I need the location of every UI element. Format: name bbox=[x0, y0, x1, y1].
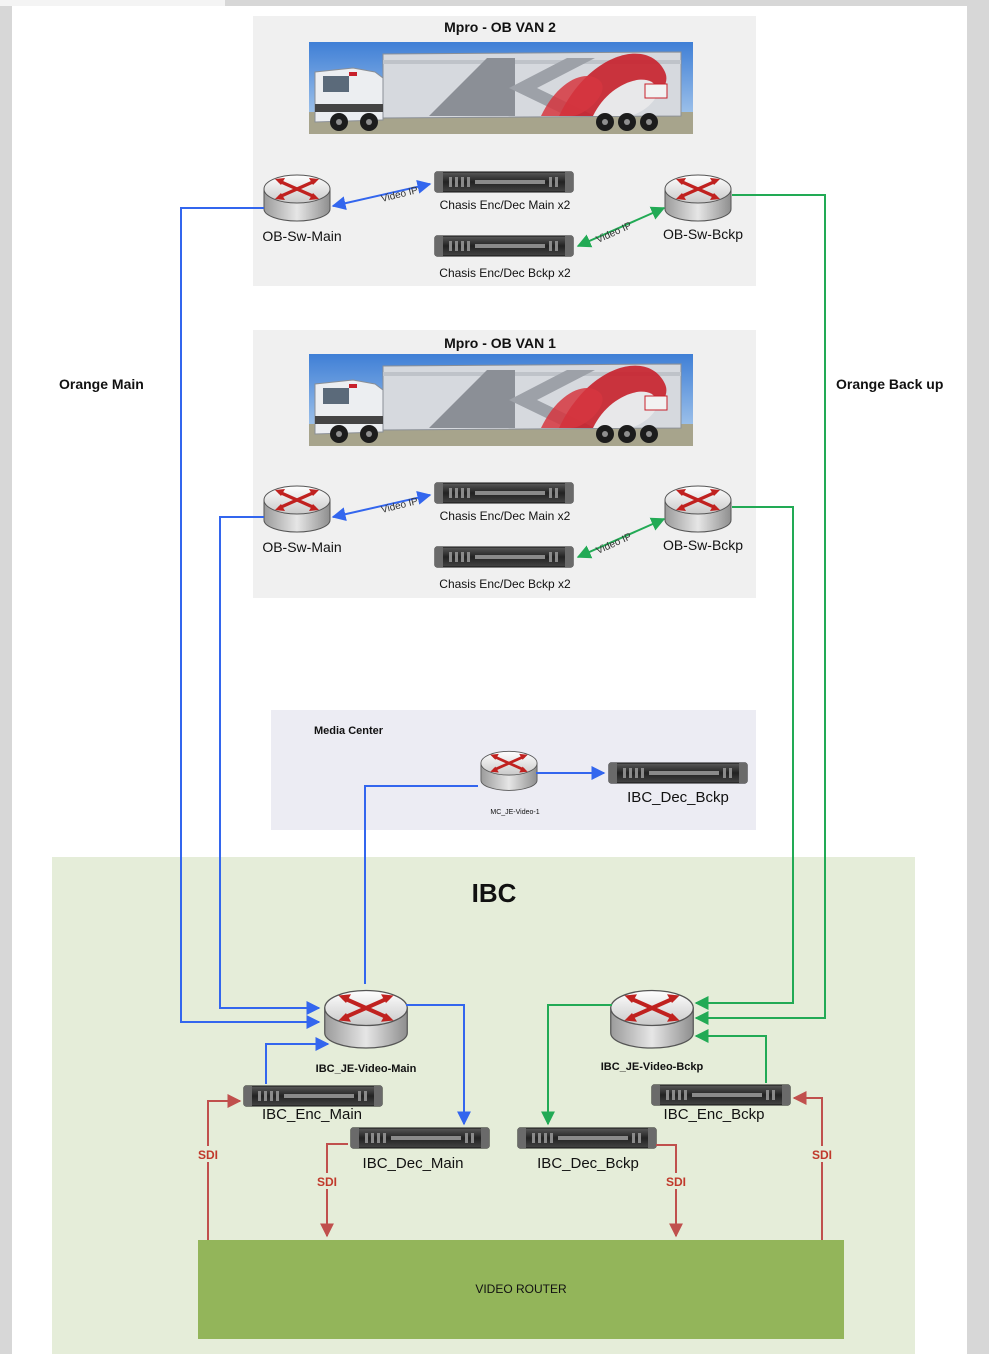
ob-van-2-sw-bckp-router-icon bbox=[663, 173, 733, 223]
link-router-to-enc-bckp bbox=[792, 1091, 823, 1240]
media-center-decoder-rack-icon bbox=[608, 762, 748, 784]
link-dec-main-to-router bbox=[320, 1143, 348, 1238]
link-ob-van-2-bckp-to-ibc bbox=[694, 194, 826, 1025]
media-center-decoder-label: IBC_Dec_Bckp bbox=[627, 789, 729, 806]
video-router-label: VIDEO ROUTER bbox=[475, 1282, 567, 1296]
sdi-label-dec-main: SDI bbox=[317, 1175, 337, 1189]
ibc-dec-main-label: IBC_Dec_Main bbox=[363, 1155, 464, 1172]
ob-van-2-title: Mpro - OB VAN 2 bbox=[444, 19, 556, 35]
link-ob-van-1-bckp-to-ibc bbox=[694, 506, 794, 1010]
ob-van-1-sw-main-label: OB-Sw-Main bbox=[262, 539, 341, 555]
ibc-sw-bckp-router-icon bbox=[608, 988, 696, 1050]
ibc-dec-bckp-rack-icon bbox=[517, 1127, 657, 1149]
ob-van-2-sw-bckp-label: OB-Sw-Bckp bbox=[663, 226, 743, 242]
orange-main-label: Orange Main bbox=[59, 376, 144, 392]
link-ibc-bckp-to-dec-bckp bbox=[541, 1004, 612, 1126]
sdi-label-enc-main: SDI bbox=[198, 1148, 218, 1162]
ibc-sw-main-label: IBC_JE-Video-Main bbox=[316, 1063, 417, 1075]
ob-van-2-chassis-bckp-label: Chasis Enc/Dec Bckp x2 bbox=[439, 266, 571, 280]
ob-van-1-chassis-bckp-rack-icon bbox=[434, 546, 574, 568]
ob-van-1-chassis-main-label: Chasis Enc/Dec Main x2 bbox=[440, 509, 571, 523]
ibc-enc-main-rack-icon bbox=[243, 1085, 383, 1107]
media-center-switch-router-icon bbox=[479, 749, 539, 792]
sdi-label-dec-bckp: SDI bbox=[666, 1175, 686, 1189]
link-enc-bckp-to-ibc-bckp bbox=[694, 1029, 767, 1083]
link-ob-van-1-main-to-ibc bbox=[219, 516, 321, 1015]
orange-backup-label: Orange Back up bbox=[836, 376, 943, 392]
link-enc-main-to-ibc-main bbox=[265, 1037, 330, 1084]
ibc-sw-main-router-icon bbox=[322, 988, 410, 1050]
ob-van-1-chassis-bckp-label: Chasis Enc/Dec Bckp x2 bbox=[439, 577, 571, 591]
ob-van-1-sw-main-router-icon bbox=[262, 484, 332, 534]
ibc-zone: IBC IBC_JE-Video-Main IBC_JE-Video-Bckp … bbox=[52, 857, 915, 1354]
backup-links bbox=[541, 194, 826, 1126]
ob-van-1-sw-bckp-router-icon bbox=[663, 484, 733, 534]
main-links bbox=[180, 207, 606, 1126]
ob-van-2-sw-main-router-icon bbox=[262, 173, 332, 223]
ob-van-2-chassis-bckp-rack-icon bbox=[434, 235, 574, 257]
ob-van-2-video-ip-bckp-link bbox=[576, 206, 666, 248]
ob-van-2-panel: Mpro - OB VAN 2 OB-Sw-Main OB-Sw-Bckp Ch… bbox=[253, 16, 756, 286]
ob-van-1-title: Mpro - OB VAN 1 bbox=[444, 335, 556, 351]
video-router-box bbox=[198, 1240, 844, 1339]
link-ibc-main-to-dec-main bbox=[406, 1004, 471, 1126]
media-center-panel: Media Center MC_JE-Video-1 IBC_Dec_Bckp bbox=[271, 710, 756, 830]
ob-van-2-chassis-main-rack-icon bbox=[434, 171, 574, 193]
ibc-enc-bckp-rack-icon bbox=[651, 1084, 791, 1106]
ibc-zone-title: IBC bbox=[472, 878, 517, 908]
ob-van-1-video-ip-main-link bbox=[331, 490, 432, 522]
ob-van-1-truck-image bbox=[308, 353, 694, 447]
media-center-switch-label: MC_JE-Video-1 bbox=[490, 809, 539, 816]
ob-van-1-panel: Mpro - OB VAN 1 OB-Sw-Main OB-Sw-Bckp Ch… bbox=[253, 330, 756, 598]
ibc-dec-bckp-label: IBC_Dec_Bckp bbox=[537, 1155, 639, 1172]
sdi-links bbox=[207, 1091, 823, 1240]
ibc-enc-main-label: IBC_Enc_Main bbox=[262, 1106, 362, 1123]
ob-van-1-chassis-main-rack-icon bbox=[434, 482, 574, 504]
ob-van-1-video-ip-bckp-link bbox=[576, 517, 666, 559]
sdi-labels: SDI SDI SDI SDI bbox=[193, 1146, 837, 1189]
ob-van-2-sw-main-label: OB-Sw-Main bbox=[262, 228, 341, 244]
ibc-enc-bckp-label: IBC_Enc_Bckp bbox=[664, 1106, 765, 1123]
sdi-label-enc-bckp: SDI bbox=[812, 1148, 832, 1162]
ibc-sw-bckp-label: IBC_JE-Video-Bckp bbox=[601, 1061, 704, 1073]
ob-van-2-chassis-main-label: Chasis Enc/Dec Main x2 bbox=[440, 198, 571, 212]
link-dec-bckp-to-router bbox=[656, 1144, 683, 1238]
link-router-to-enc-main bbox=[207, 1094, 242, 1240]
media-center-title: Media Center bbox=[314, 725, 384, 737]
ob-van-2-video-ip-main-link bbox=[331, 179, 432, 211]
ibc-dec-main-rack-icon bbox=[350, 1127, 490, 1149]
ob-van-1-sw-bckp-label: OB-Sw-Bckp bbox=[663, 537, 743, 553]
ob-van-2-truck-image bbox=[308, 41, 694, 135]
link-ob-van-2-main-to-ibc bbox=[180, 207, 321, 1029]
